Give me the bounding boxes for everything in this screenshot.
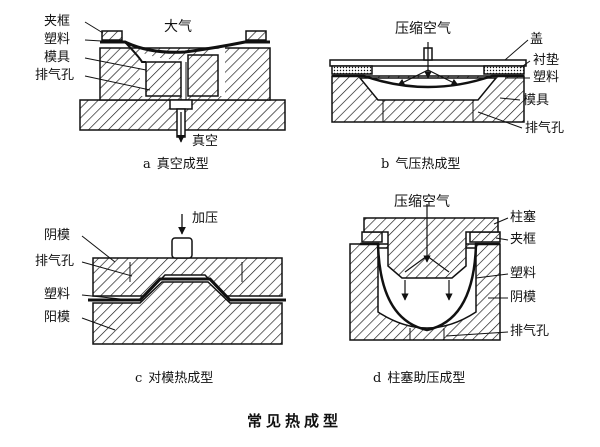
panel-b-plastic-sheet: [332, 74, 524, 89]
panel-a-vacuum-forming: [79, 21, 286, 143]
panel-b-label-gasket: 衬垫: [533, 53, 560, 68]
panel-b-pressure-forming: [329, 39, 531, 129]
panel-b-label-lid: 盖: [530, 32, 544, 47]
panel-a-label-vent: 排气孔: [35, 68, 75, 83]
panel-c-label-male-mold: 阳模: [44, 310, 71, 325]
panel-d-plunger: [363, 217, 499, 279]
panel-a-caption: a 真空成型: [143, 158, 209, 172]
panel-b-gasket: [331, 65, 373, 75]
panel-b-label-mold: 模具: [523, 93, 550, 108]
panel-a-clamp-right: [245, 30, 267, 41]
panel-a-label-plastic: 塑料: [44, 32, 71, 47]
panel-c-plastic-sheet: [88, 277, 286, 302]
panel-b-label-vent: 排气孔: [525, 121, 565, 136]
panel-d-label-plunger: 柱塞: [510, 210, 537, 225]
panel-b-label-compressed-air: 压缩空气: [395, 21, 451, 37]
panel-d-caption: d 柱塞助压成型: [373, 372, 465, 386]
panel-a-label-clamp: 夹框: [44, 14, 71, 29]
panel-d-caption-text: 柱塞助压成型: [387, 371, 466, 386]
panel-d-label-plastic: 塑料: [510, 266, 537, 281]
panel-a-plastic-sheet: [100, 40, 270, 54]
panel-b-caption-text: 气压热成型: [395, 157, 461, 172]
panel-d-label-vent: 排气孔: [510, 324, 550, 339]
panel-a-caption-text: 真空成型: [156, 157, 209, 172]
panel-c-label-plastic: 塑料: [44, 287, 71, 302]
panel-b-label-plastic: 塑料: [533, 70, 560, 85]
figure-title: 常见热成型: [247, 412, 343, 430]
panel-c-male-mold: [92, 281, 283, 345]
panel-c-tag: c: [135, 371, 143, 386]
panel-c-female-mold: [92, 257, 283, 297]
panel-a-label-atmosphere: 大气: [164, 19, 192, 35]
panel-d-plug-assist: [349, 204, 509, 341]
panel-c-caption-text: 对模热成型: [148, 371, 214, 386]
panel-c-label-vent: 排气孔: [35, 254, 75, 269]
panel-d-label-clamp: 夹框: [510, 232, 537, 247]
panel-b-tag: b: [381, 157, 390, 172]
panel-a-label-vacuum: 真空: [192, 134, 219, 149]
panel-b-caption: b 气压热成型: [381, 158, 460, 172]
panel-d-label-female-mold: 阴模: [510, 290, 537, 305]
panel-d-label-compressed-air: 压缩空气: [394, 194, 450, 210]
panel-c-press-head: [171, 237, 193, 259]
panel-d-clamp: [361, 231, 383, 243]
panel-c-label-female-mold: 阴模: [44, 228, 71, 243]
panel-a-tag: a: [143, 157, 151, 172]
panel-a-label-mold: 模具: [44, 50, 71, 65]
panel-c-caption: c 对模热成型: [135, 372, 213, 386]
panel-d-plastic-sheet: [360, 242, 500, 332]
panel-c-matched-mold: [81, 214, 286, 345]
panel-a-clamp-left: [101, 30, 123, 41]
panel-d-tag: d: [373, 371, 382, 386]
panel-c-label-press: 加压: [192, 211, 219, 226]
